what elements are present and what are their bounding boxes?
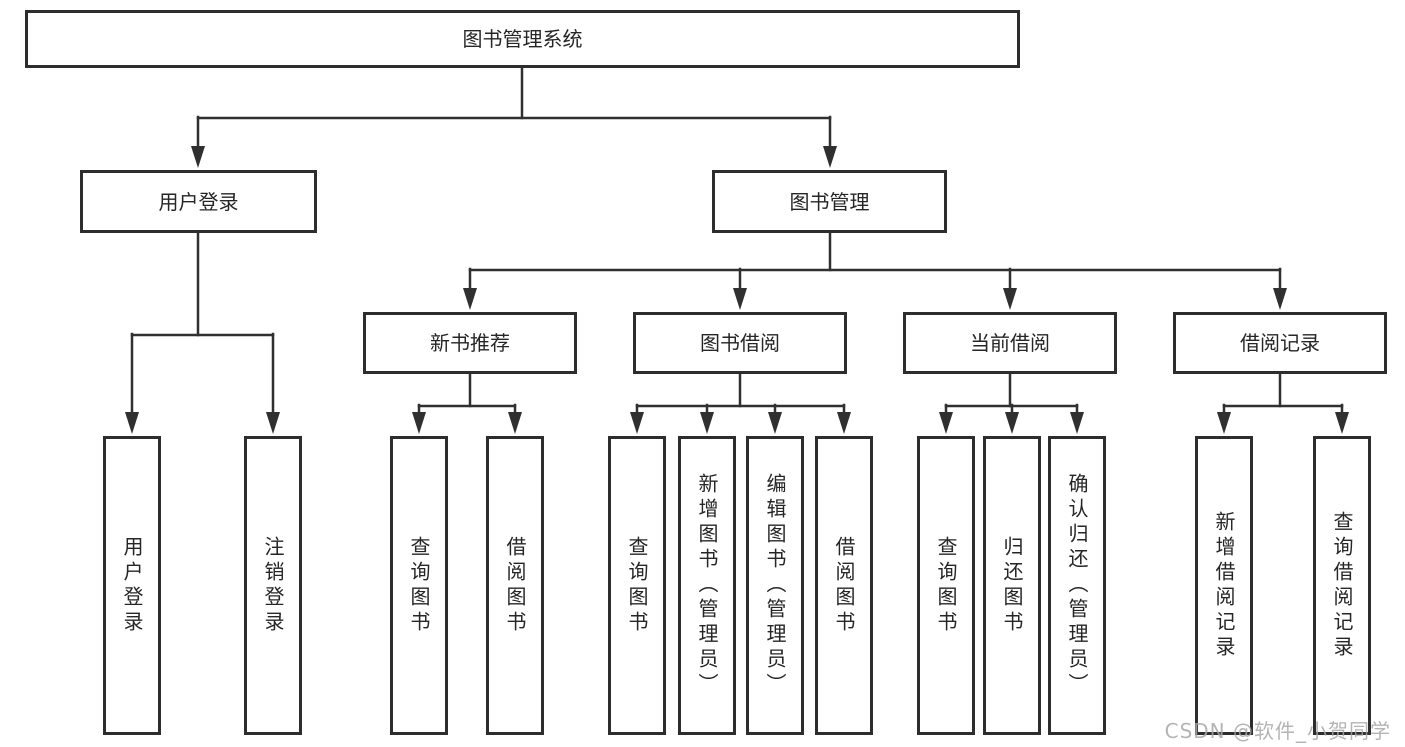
leaf-user-login: 用户登录 (103, 436, 161, 735)
node-library-management-system: 图书管理系统 (25, 10, 1020, 68)
leaf-confirm-return-admin: 确认归还（管理员） (1048, 436, 1106, 735)
leaf-query-books-borrow: 查询图书 (608, 436, 666, 735)
node-borrow-records: 借阅记录 (1173, 312, 1387, 374)
leaf-query-borrow-record: 查询借阅记录 (1313, 436, 1371, 735)
leaf-add-book-admin: 新增图书（管理员） (678, 436, 736, 735)
node-book-management: 图书管理 (712, 170, 947, 233)
csdn-watermark: CSDN @软件_小贺同学 (1164, 719, 1391, 743)
leaf-edit-book-admin: 编辑图书（管理员） (746, 436, 804, 735)
node-user-login: 用户登录 (80, 170, 317, 233)
node-current-borrow: 当前借阅 (903, 312, 1117, 374)
leaf-add-borrow-record: 新增借阅记录 (1195, 436, 1253, 735)
leaf-borrow-books: 借阅图书 (815, 436, 873, 735)
node-new-book-recommend: 新书推荐 (363, 312, 577, 374)
leaf-logout: 注销登录 (244, 436, 302, 735)
leaf-query-books-current: 查询图书 (917, 436, 975, 735)
leaf-return-book: 归还图书 (983, 436, 1041, 735)
leaf-borrow-books-recommend: 借阅图书 (486, 436, 544, 735)
leaf-query-books-recommend: 查询图书 (390, 436, 448, 735)
node-book-borrow: 图书借阅 (633, 312, 847, 374)
